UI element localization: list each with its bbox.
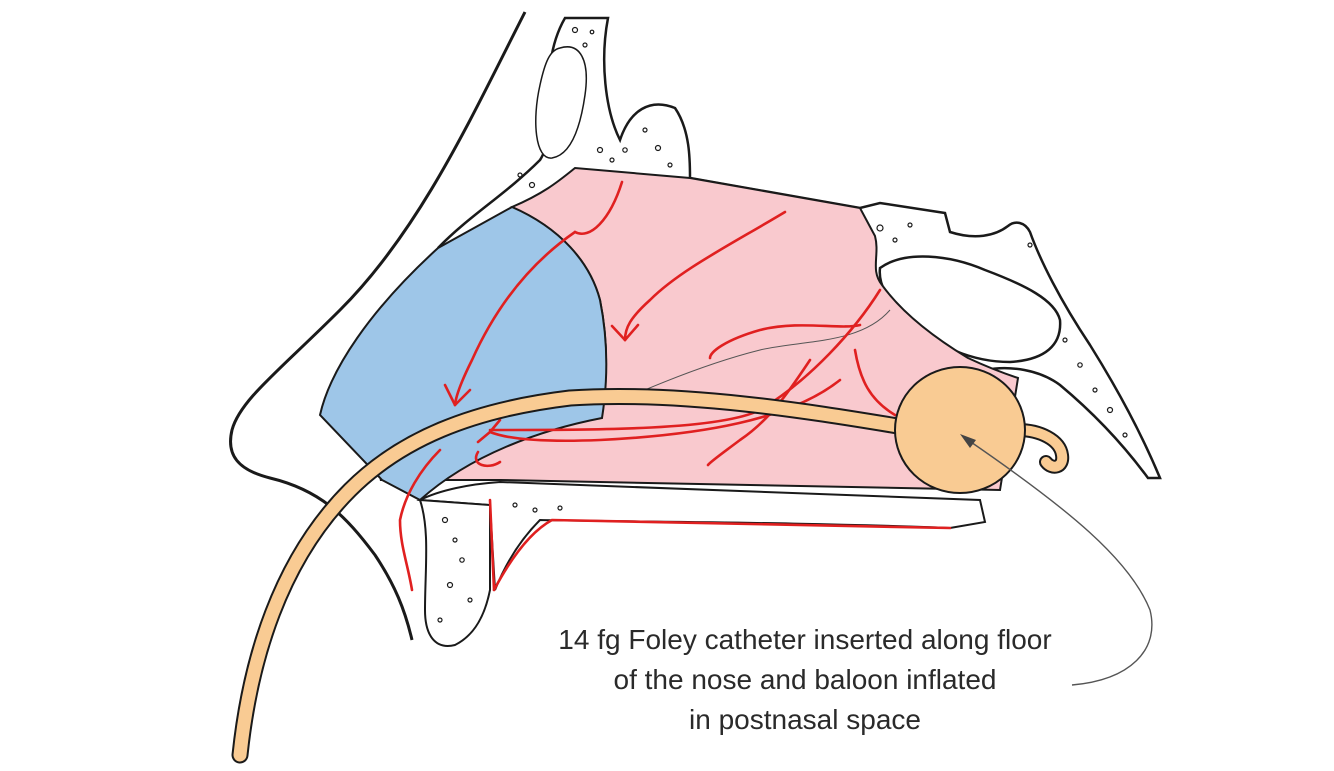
foley-catheter-tube-fill [233,390,917,762]
catheter-tip-fill [1013,425,1068,472]
catheter-caption: 14 fg Foley catheter inserted along floo… [480,620,1130,740]
caption-line-2: of the nose and baloon inflated [613,664,997,695]
caption-line-1: 14 fg Foley catheter inserted along floo… [558,624,1052,655]
maxillary-alveolus [418,498,491,647]
external-nose-outline [229,11,527,641]
turbinate-contour [639,309,891,393]
anterior-septal-area [318,205,608,502]
caption-line-3: in postnasal space [689,704,921,735]
frontal-sinus [535,46,587,159]
hard-palate [416,480,987,591]
inflated-balloon [894,366,1026,494]
leader-arrowhead [960,434,976,448]
leader-line [967,439,1153,686]
bone-texture [437,26,1128,623]
nasal-vessels [398,180,952,592]
